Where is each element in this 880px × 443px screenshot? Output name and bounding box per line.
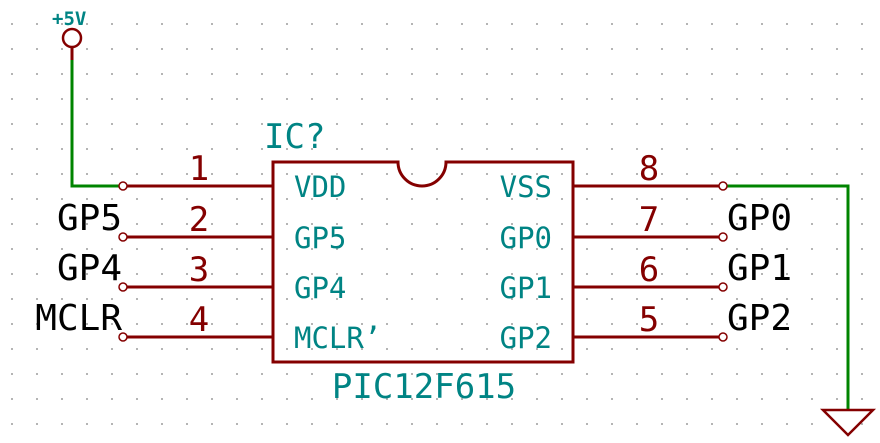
power-circle-icon	[61, 27, 83, 49]
power-symbol-5v[interactable]: +5V	[52, 8, 86, 60]
wire-5v-to-vdd[interactable]	[70, 60, 123, 188]
pin-number-6: 6	[639, 250, 659, 290]
pin-5-end[interactable]	[718, 332, 728, 342]
pin-number-4: 4	[189, 300, 209, 340]
component-reference[interactable]: IC?	[264, 117, 325, 157]
net-label-gp0[interactable]: GP0	[727, 198, 792, 239]
net-label-gp2[interactable]: GP2	[727, 298, 792, 339]
pin-name-gp5: GP5	[294, 221, 346, 255]
pin-2-end[interactable]	[118, 232, 128, 242]
component-value[interactable]: PIC12F615	[332, 367, 516, 407]
wire-vss-to-gnd[interactable]	[723, 184, 850, 410]
ic-outline	[271, 160, 575, 364]
net-label-gp5[interactable]: GP5	[57, 198, 122, 239]
pin-number-8: 8	[639, 149, 659, 189]
pin-name-gp1: GP1	[500, 271, 552, 305]
pin-name-vdd: VDD	[294, 170, 346, 204]
pin-number-5: 5	[639, 300, 659, 340]
pin-4-end[interactable]	[118, 332, 128, 342]
power-label: +5V	[52, 8, 86, 30]
ic-body[interactable]	[271, 160, 575, 364]
net-label-gp1[interactable]: GP1	[727, 248, 792, 289]
pin-number-7: 7	[639, 200, 659, 240]
pin-name-vss: VSS	[500, 170, 552, 204]
pin-number-1: 1	[189, 149, 209, 189]
pin-name-mclr: MCLR’	[294, 321, 381, 355]
pin-7-end[interactable]	[718, 232, 728, 242]
pin-8-end[interactable]	[718, 181, 728, 191]
net-label-mclr[interactable]: MCLR	[35, 298, 122, 339]
pin-6-end[interactable]	[718, 282, 728, 292]
pin-1-end[interactable]	[118, 181, 128, 191]
pin-number-2: 2	[189, 200, 209, 240]
pin-3-end[interactable]	[118, 282, 128, 292]
pin-number-3: 3	[189, 250, 209, 290]
pin-name-gp0: GP0	[500, 221, 552, 255]
ground-symbol-icon[interactable]	[819, 408, 877, 437]
pin-name-gp4: GP4	[294, 271, 346, 305]
net-label-gp4[interactable]: GP4	[57, 248, 122, 289]
pin-name-gp2: GP2	[500, 321, 552, 355]
